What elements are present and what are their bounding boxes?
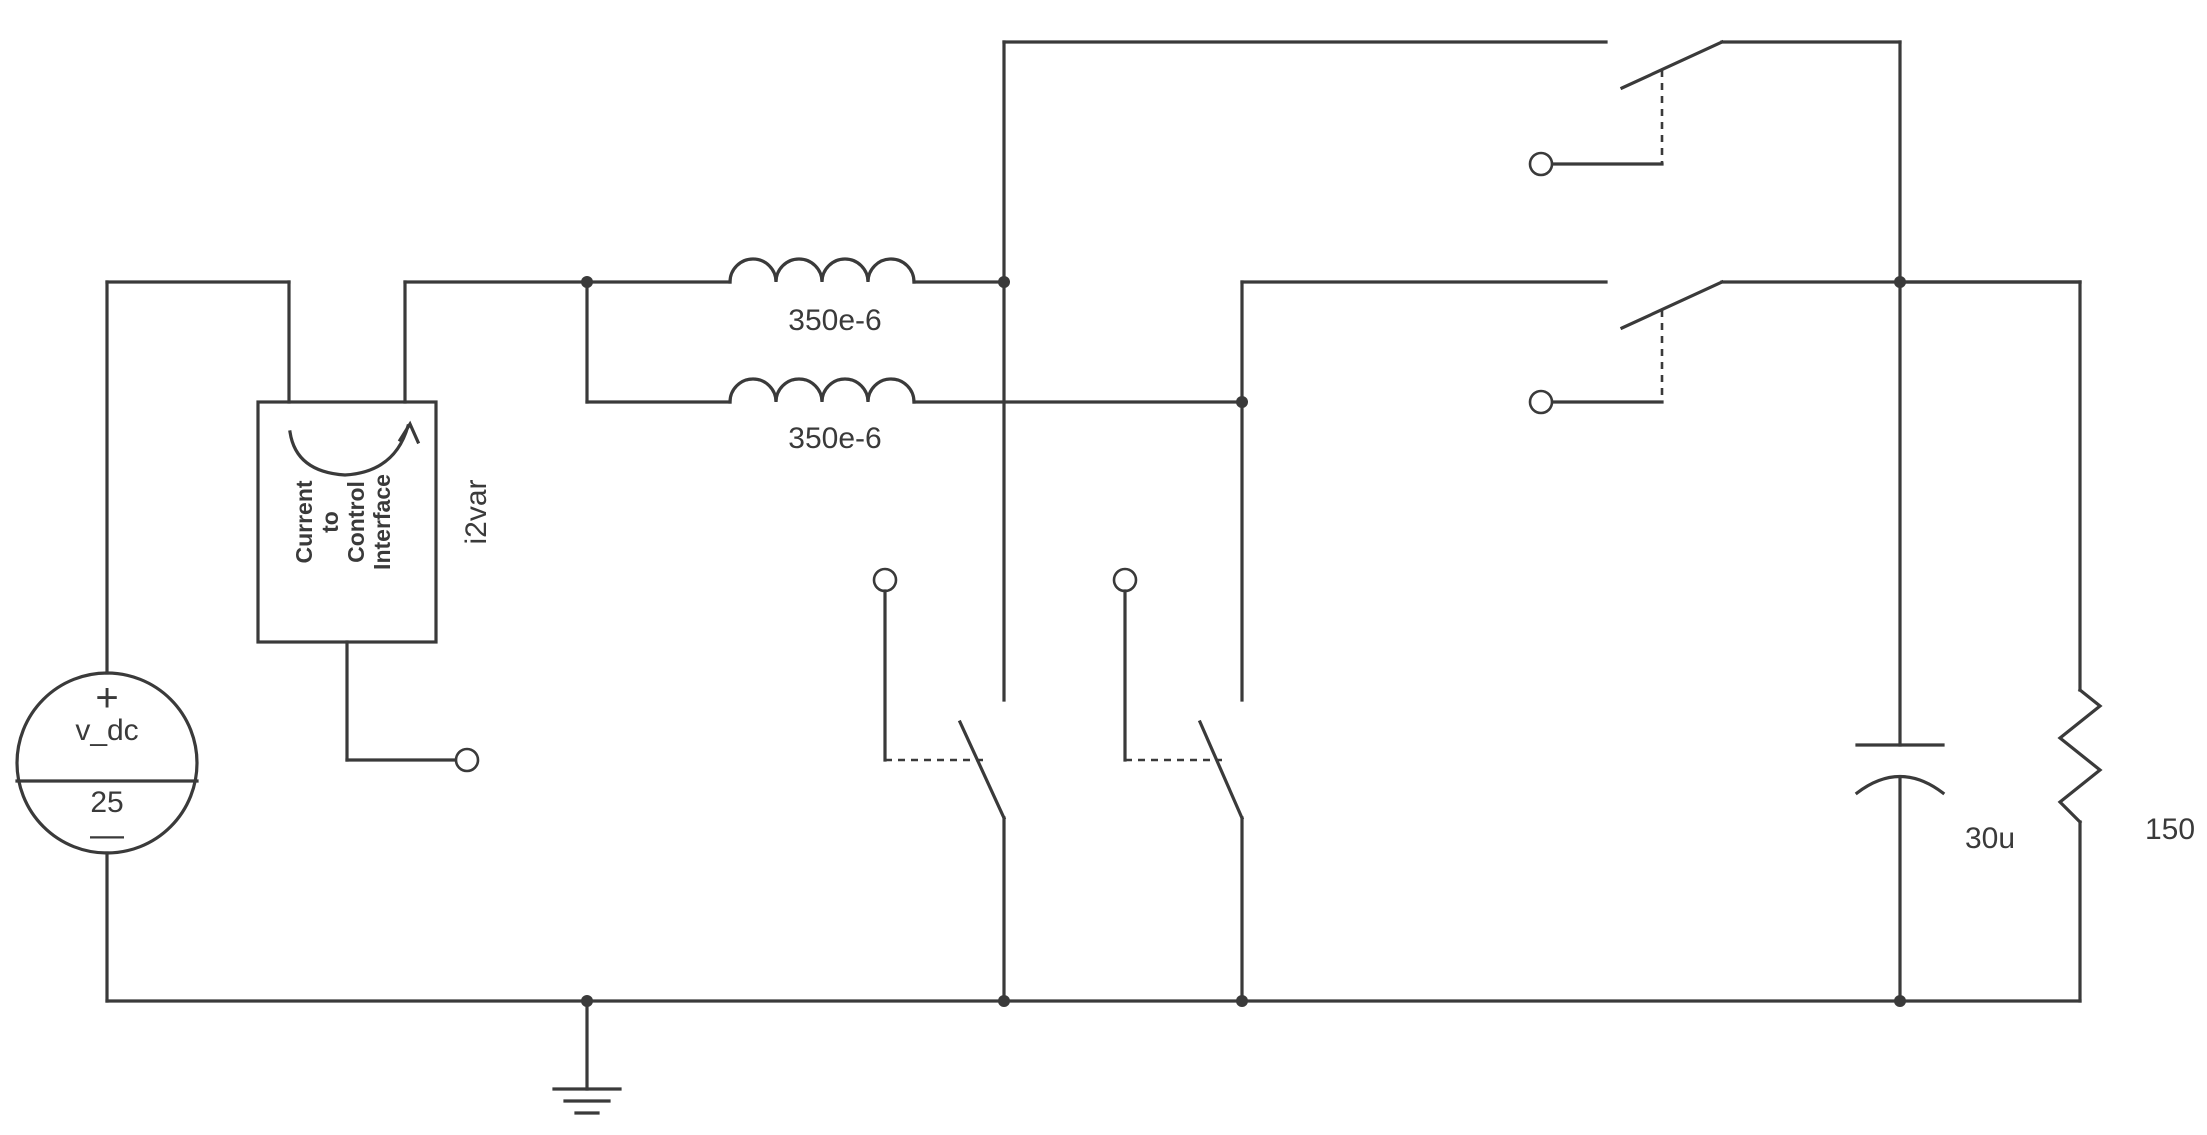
resistor-value: 150: [2145, 813, 2195, 846]
switch-1-gate-terminal[interactable]: [1528, 151, 1554, 177]
current-sensor-block[interactable]: Current to Control Interface: [256, 400, 438, 644]
switch-2-gate-terminal[interactable]: [1528, 389, 1554, 415]
switch-3[interactable]: [957, 719, 1007, 821]
switch-4[interactable]: [1197, 719, 1245, 821]
resistor[interactable]: [2057, 687, 2103, 825]
source-minus-sign: —: [90, 816, 124, 854]
inductor-1[interactable]: [728, 257, 916, 284]
junction-ground-s3: [998, 995, 1010, 1007]
source-plus-sign: +: [95, 676, 118, 720]
switch-4-gate-terminal[interactable]: [1112, 567, 1138, 593]
ground-icon: [552, 999, 622, 1115]
capacitor-value: 30u: [1965, 822, 2015, 855]
source-name-label: v_dc: [75, 714, 138, 747]
inductor-1-value: 350e-6: [788, 304, 881, 337]
switch-2[interactable]: [1619, 279, 1725, 331]
current-arrow-icon: [288, 424, 410, 477]
sensor-line-2: to: [317, 511, 343, 533]
switch-3-gate-terminal[interactable]: [872, 567, 898, 593]
sensor-line-1: Current: [291, 480, 317, 563]
arrow-head-icon: [397, 420, 421, 445]
source-value-label: 25: [90, 786, 123, 819]
junction-ground-cap: [1894, 995, 1906, 1007]
dc-voltage-source[interactable]: + v_dc 25 —: [15, 280, 199, 1003]
sensor-line-3: Control: [343, 481, 369, 563]
switch-1[interactable]: [1619, 39, 1725, 91]
junction-ground-s4: [1236, 995, 1248, 1007]
sensor-line-4: Interface: [369, 474, 395, 570]
sensor-name-label: i2var: [460, 479, 493, 544]
inductor-2[interactable]: [728, 377, 916, 404]
sensor-output-terminal[interactable]: [454, 747, 480, 773]
inductor-2-value: 350e-6: [788, 422, 881, 455]
